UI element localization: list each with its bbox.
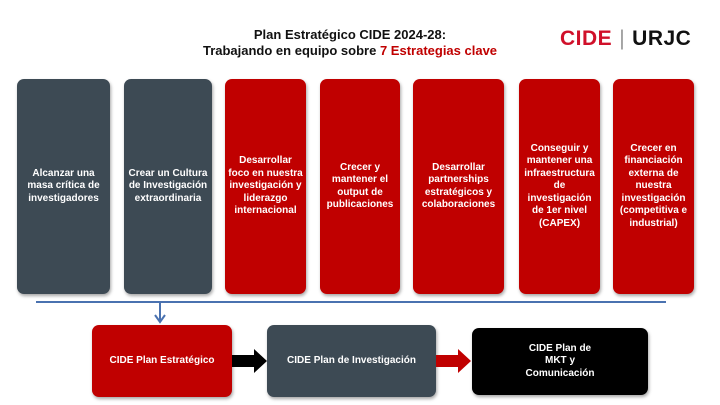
urjc-logo: URJC (632, 27, 692, 50)
cide-logo: CIDE (560, 27, 613, 50)
title-highlight: 7 Estrategias clave (379, 43, 498, 58)
title-line-2: Trabajando en equipo sobre 7 Estrategias… (150, 43, 550, 59)
logo-separator: | (619, 27, 626, 50)
logos: CIDE | URJC (560, 27, 691, 51)
connector-drop (159, 302, 161, 320)
plan-box-estrategico: CIDE Plan Estratégico (92, 325, 232, 397)
plan-box-investigacion: CIDE Plan de Investigación (267, 325, 436, 397)
strategy-box-4: Crecer y mantener el output de publicaci… (320, 79, 400, 294)
arrow-right-icon (232, 349, 267, 373)
strategy-box-6: Conseguir y mantener una infraestructura… (519, 79, 600, 294)
slide-title: Plan Estratégico CIDE 2024-28: Trabajand… (150, 27, 550, 59)
strategy-box-2: Crear un Cultura de Investigación extrao… (124, 79, 212, 294)
arrow-right-icon (436, 349, 471, 373)
connector-line (36, 301, 666, 303)
title-prefix: Trabajando en equipo sobre (202, 43, 380, 58)
strategy-box-1: Alcanzar una masa crítica de investigado… (17, 79, 110, 294)
strategy-box-3: Desarrollar foco en nuestra investigació… (225, 79, 306, 294)
plan-box-mkt: CIDE Plan de MKT y Comunicación (472, 328, 648, 395)
title-line-1: Plan Estratégico CIDE 2024-28: (253, 27, 447, 42)
strategy-box-5: Desarrollar partnerships estratégicos y … (413, 79, 504, 294)
arrow-down-icon (154, 314, 166, 324)
strategy-box-7: Crecer en financiación externa de nuestr… (613, 79, 694, 294)
